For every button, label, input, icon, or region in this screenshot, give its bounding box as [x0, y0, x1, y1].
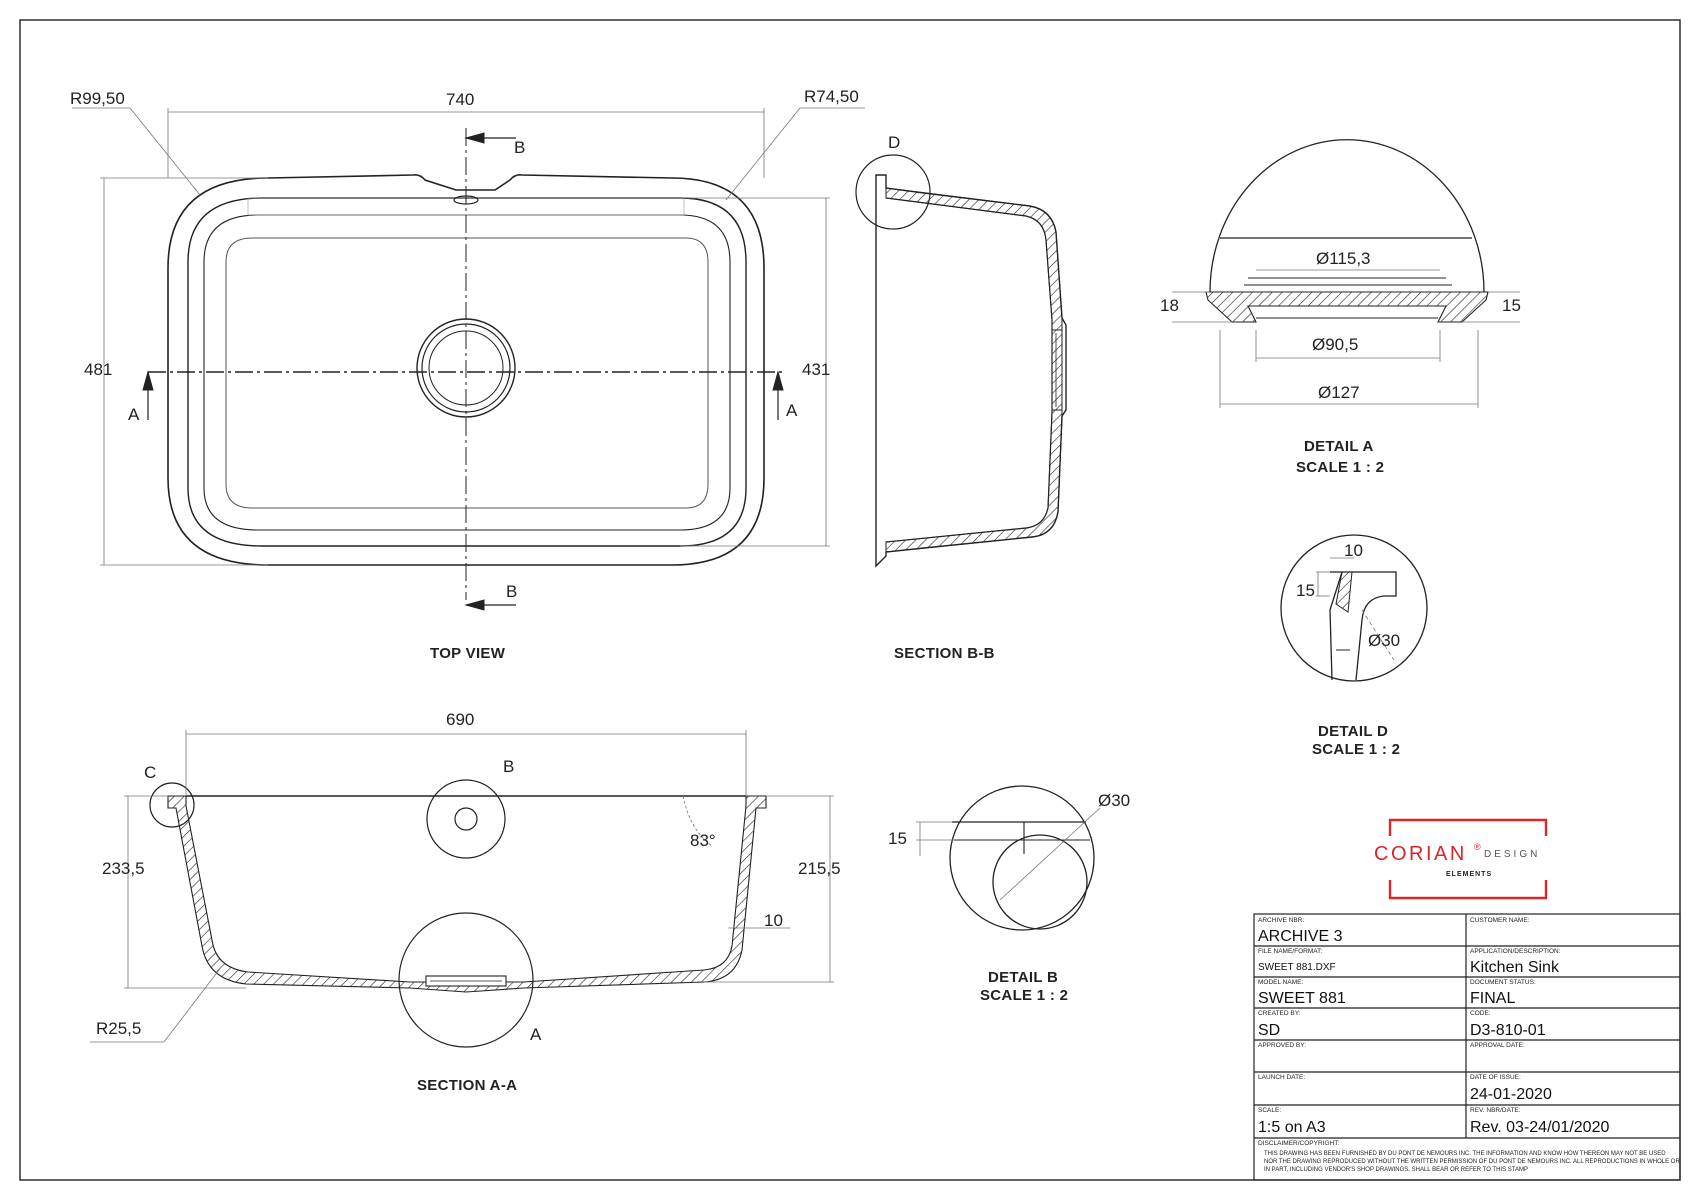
detail-a-scale: SCALE 1 : 2	[1296, 459, 1384, 476]
dim-wall-10: 10	[764, 911, 783, 930]
section-bb	[855, 154, 1067, 568]
tb-model-label: MODEL NAME:	[1258, 979, 1303, 986]
corian-logo: CORIAN ® DESIGN ELEMENTS	[1374, 818, 1548, 900]
detail-d	[1280, 534, 1428, 682]
detail-b	[916, 785, 1101, 931]
tb-rev-label: REV. NBR/DATE:	[1470, 1107, 1521, 1114]
dim-90: Ø90,5	[1312, 335, 1358, 354]
dim-18: 18	[1160, 296, 1179, 315]
detail-a-label: DETAIL A	[1304, 438, 1374, 455]
tb-status-label: DOCUMENT STATUS:	[1470, 979, 1536, 986]
tb-disclaimer-1: THIS DRAWING HAS BEEN FURNISHED BY DU PO…	[1264, 1151, 1666, 1157]
dim-127: Ø127	[1318, 383, 1360, 402]
tb-customer-label: CUSTOMER NAME:	[1470, 917, 1530, 924]
tb-rev-value: Rev. 03-24/01/2020	[1470, 1119, 1609, 1136]
tb-issue-value: 24-01-2020	[1470, 1086, 1552, 1103]
tb-archive-value: ARCHIVE 3	[1258, 928, 1343, 945]
detail-b-label: DETAIL B	[988, 969, 1058, 986]
logo-suffix: DESIGN	[1484, 849, 1540, 860]
dim-690: 690	[446, 710, 474, 729]
detail-d-scale: SCALE 1 : 2	[1312, 741, 1400, 758]
dim-431: 431	[802, 360, 830, 379]
marker-a-right: A	[786, 401, 798, 420]
section-aa	[90, 730, 834, 1048]
title-block	[1253, 913, 1681, 1181]
marker-a-left: A	[128, 405, 140, 424]
tb-archive-label: ARCHIVE NBR:	[1258, 917, 1304, 924]
dim-r25: R25,5	[96, 1019, 141, 1038]
tb-created-value: SD	[1258, 1022, 1280, 1039]
section-aa-label: SECTION A-A	[417, 1077, 517, 1094]
dim-b-30: Ø30	[1098, 791, 1130, 810]
detail-d-label: DETAIL D	[1318, 723, 1388, 740]
logo-reg: ®	[1474, 842, 1481, 852]
tb-app-value: Kitchen Sink	[1470, 959, 1560, 976]
sheet-border	[19, 19, 1681, 1181]
dim-d-15: 15	[1296, 581, 1315, 600]
marker-b-top: B	[514, 138, 525, 157]
logo-brand: CORIAN	[1374, 843, 1467, 865]
tb-disclaimer-2: NOR THE DRAWING REPRODUCED WITHOUT THE W…	[1264, 1159, 1680, 1165]
tb-created-label: CREATED BY:	[1258, 1010, 1301, 1017]
marker-b-bottom: B	[506, 582, 517, 601]
detail-b-scale: SCALE 1 : 2	[980, 987, 1068, 1004]
tb-disclaimer-label: DISCLAIMER/COPYRIGHT:	[1258, 1140, 1339, 1147]
logo-sub: ELEMENTS	[1446, 871, 1492, 878]
tb-issue-label: DATE OF ISSUE:	[1470, 1074, 1521, 1081]
dim-15-a: 15	[1502, 296, 1521, 315]
tb-status-value: FINAL	[1470, 990, 1515, 1007]
tb-app-label: APPLICATION/DESCRIPTION:	[1470, 948, 1561, 955]
tb-file-value: SWEET 881.DXF	[1258, 962, 1336, 973]
tb-disclaimer-3: IN PART, INCLUDING VENDOR'S SHOP DRAWING…	[1264, 1167, 1528, 1173]
tb-code-value: D3-810-01	[1470, 1022, 1546, 1039]
dim-115: Ø115,3	[1316, 249, 1371, 268]
dim-215: 215,5	[798, 859, 841, 878]
callout-a: A	[530, 1025, 542, 1044]
dim-481: 481	[84, 360, 112, 379]
tb-model-value: SWEET 881	[1258, 990, 1346, 1007]
top-view	[72, 107, 865, 611]
tb-file-label: FILE NAME/FORMAT:	[1258, 948, 1322, 955]
top-view-label: TOP VIEW	[430, 645, 506, 662]
dim-740: 740	[446, 90, 474, 109]
tb-scale-label: SCALE:	[1258, 1107, 1281, 1114]
dim-r99: R99,50	[70, 89, 125, 108]
section-bb-label: SECTION B-B	[894, 645, 995, 662]
tb-approval-date-label: APPROVAL DATE:	[1470, 1042, 1525, 1049]
callout-c: C	[144, 763, 156, 782]
dim-d-30: Ø30	[1368, 631, 1400, 650]
dim-233: 233,5	[102, 859, 145, 878]
tb-approved-label: APPROVED BY:	[1258, 1042, 1306, 1049]
callout-b: B	[503, 757, 514, 776]
tb-scale-value: 1:5 on A3	[1258, 1119, 1326, 1136]
tb-launch-label: LAUNCH DATE:	[1258, 1074, 1305, 1081]
dim-b-15: 15	[888, 829, 907, 848]
dim-r74: R74,50	[804, 87, 859, 106]
dim-angle-83: 83°	[690, 831, 716, 850]
tb-code-label: CODE:	[1470, 1010, 1491, 1017]
callout-d: D	[888, 133, 900, 152]
detail-a	[1172, 139, 1520, 408]
dim-d-10: 10	[1344, 541, 1363, 560]
